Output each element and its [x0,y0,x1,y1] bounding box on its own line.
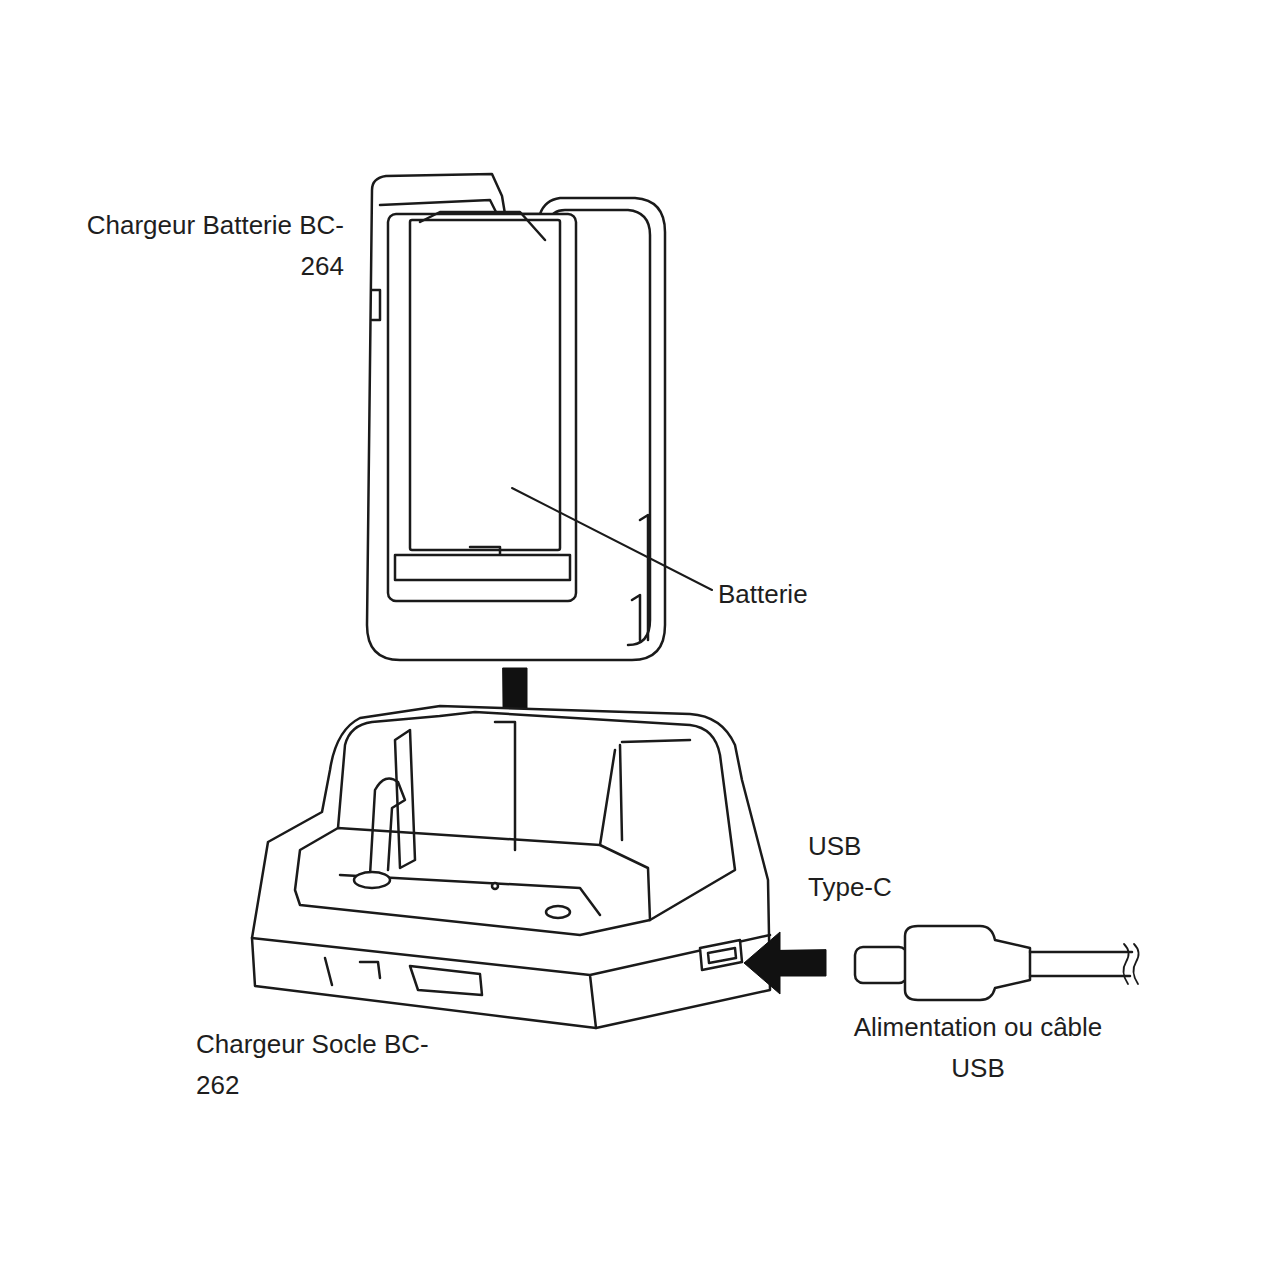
base-back-wall [338,712,735,920]
usb-port [700,940,742,970]
base-contact [492,883,498,889]
base-side-guide [395,722,622,868]
base-front-edge [252,935,770,1028]
cable-name: Alimentation ou câble USB [843,1007,1113,1089]
base-feet [325,958,482,995]
connector-name: USB Type-C [808,826,926,908]
part-name: Batterie [718,574,918,615]
usb-cable [1030,952,1132,976]
battery-charger-rim [380,200,650,645]
base-contact [546,906,570,918]
battery-ledge [395,547,570,580]
plug-arrow [744,932,826,994]
base-contact [354,872,390,888]
base-latch [370,778,405,875]
battery-window [388,214,576,601]
part-name: Chargeur Batterie BC-264 [66,205,344,287]
base-charger-body [252,706,770,1028]
part-name: Chargeur Socle BC-262 [196,1024,431,1106]
side-latch [372,290,648,640]
battery-charger-body [367,174,665,660]
usb-c-tip [855,947,907,983]
cable-break [1123,944,1138,984]
base-tray [295,828,650,935]
leader-line [512,488,712,590]
usb-plug-body [905,926,1030,1000]
battery-top-clip [420,212,545,240]
